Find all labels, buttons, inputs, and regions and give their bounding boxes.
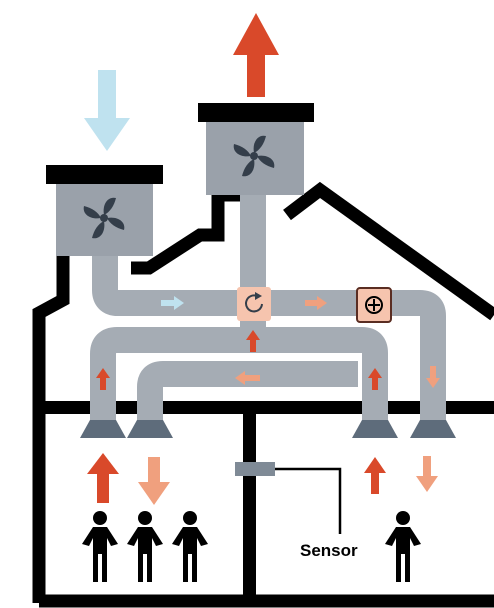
person-icon <box>172 511 208 582</box>
heater-unit <box>356 287 392 323</box>
fan-icon <box>83 197 125 239</box>
flow-arrow-supply-down <box>426 366 440 388</box>
flow-arrow-fresh <box>161 296 184 310</box>
diffuser-supply-right <box>410 420 456 438</box>
sensor-body <box>235 462 275 476</box>
left-room-people <box>82 511 208 582</box>
interior-wall <box>243 407 256 603</box>
house-wall-left <box>32 252 70 603</box>
diffuser-supply-left <box>127 420 173 438</box>
person-icon <box>82 511 118 582</box>
diffusers <box>80 420 456 438</box>
co2-sensor: Sensor <box>235 462 358 560</box>
room-arrow-supply-right <box>416 456 438 492</box>
fresh-air-intake-arrow <box>84 70 130 151</box>
exhaust-outlet-arrow <box>233 13 279 97</box>
duct-flow-arrows <box>96 296 440 390</box>
house-roof-right <box>283 181 494 321</box>
exhaust-fan-unit <box>198 103 314 195</box>
circular-arrow-icon <box>245 292 263 313</box>
room-arrow-exhaust-left <box>87 453 119 503</box>
intake-fan-cap <box>46 165 163 184</box>
circled-plus-icon <box>365 296 383 314</box>
right-room-people <box>385 511 421 582</box>
room-air-arrows <box>87 453 438 505</box>
flow-arrow-supply-left <box>235 371 260 385</box>
flow-arrow-extract-left <box>96 368 110 390</box>
flow-arrow-supply-right <box>305 296 327 310</box>
duct-supply-left <box>137 361 358 420</box>
house-outline <box>32 181 494 608</box>
person-icon <box>385 511 421 582</box>
person-icon <box>127 511 163 582</box>
exhaust-fan-cap <box>198 103 314 122</box>
flow-arrow-exhaust-up <box>246 330 260 352</box>
intake-fan-unit <box>46 165 163 256</box>
flow-arrow-extract-right <box>368 368 382 390</box>
recirculation-unit <box>237 287 271 321</box>
sensor-leader-line <box>275 467 342 534</box>
diffuser-extract-left <box>80 420 126 438</box>
fan-icon <box>233 135 275 177</box>
room-arrow-supply-left <box>138 457 170 505</box>
diffuser-extract-right <box>352 420 398 438</box>
sensor-label: Sensor <box>300 541 358 560</box>
room-arrow-exhaust-right <box>364 457 386 494</box>
